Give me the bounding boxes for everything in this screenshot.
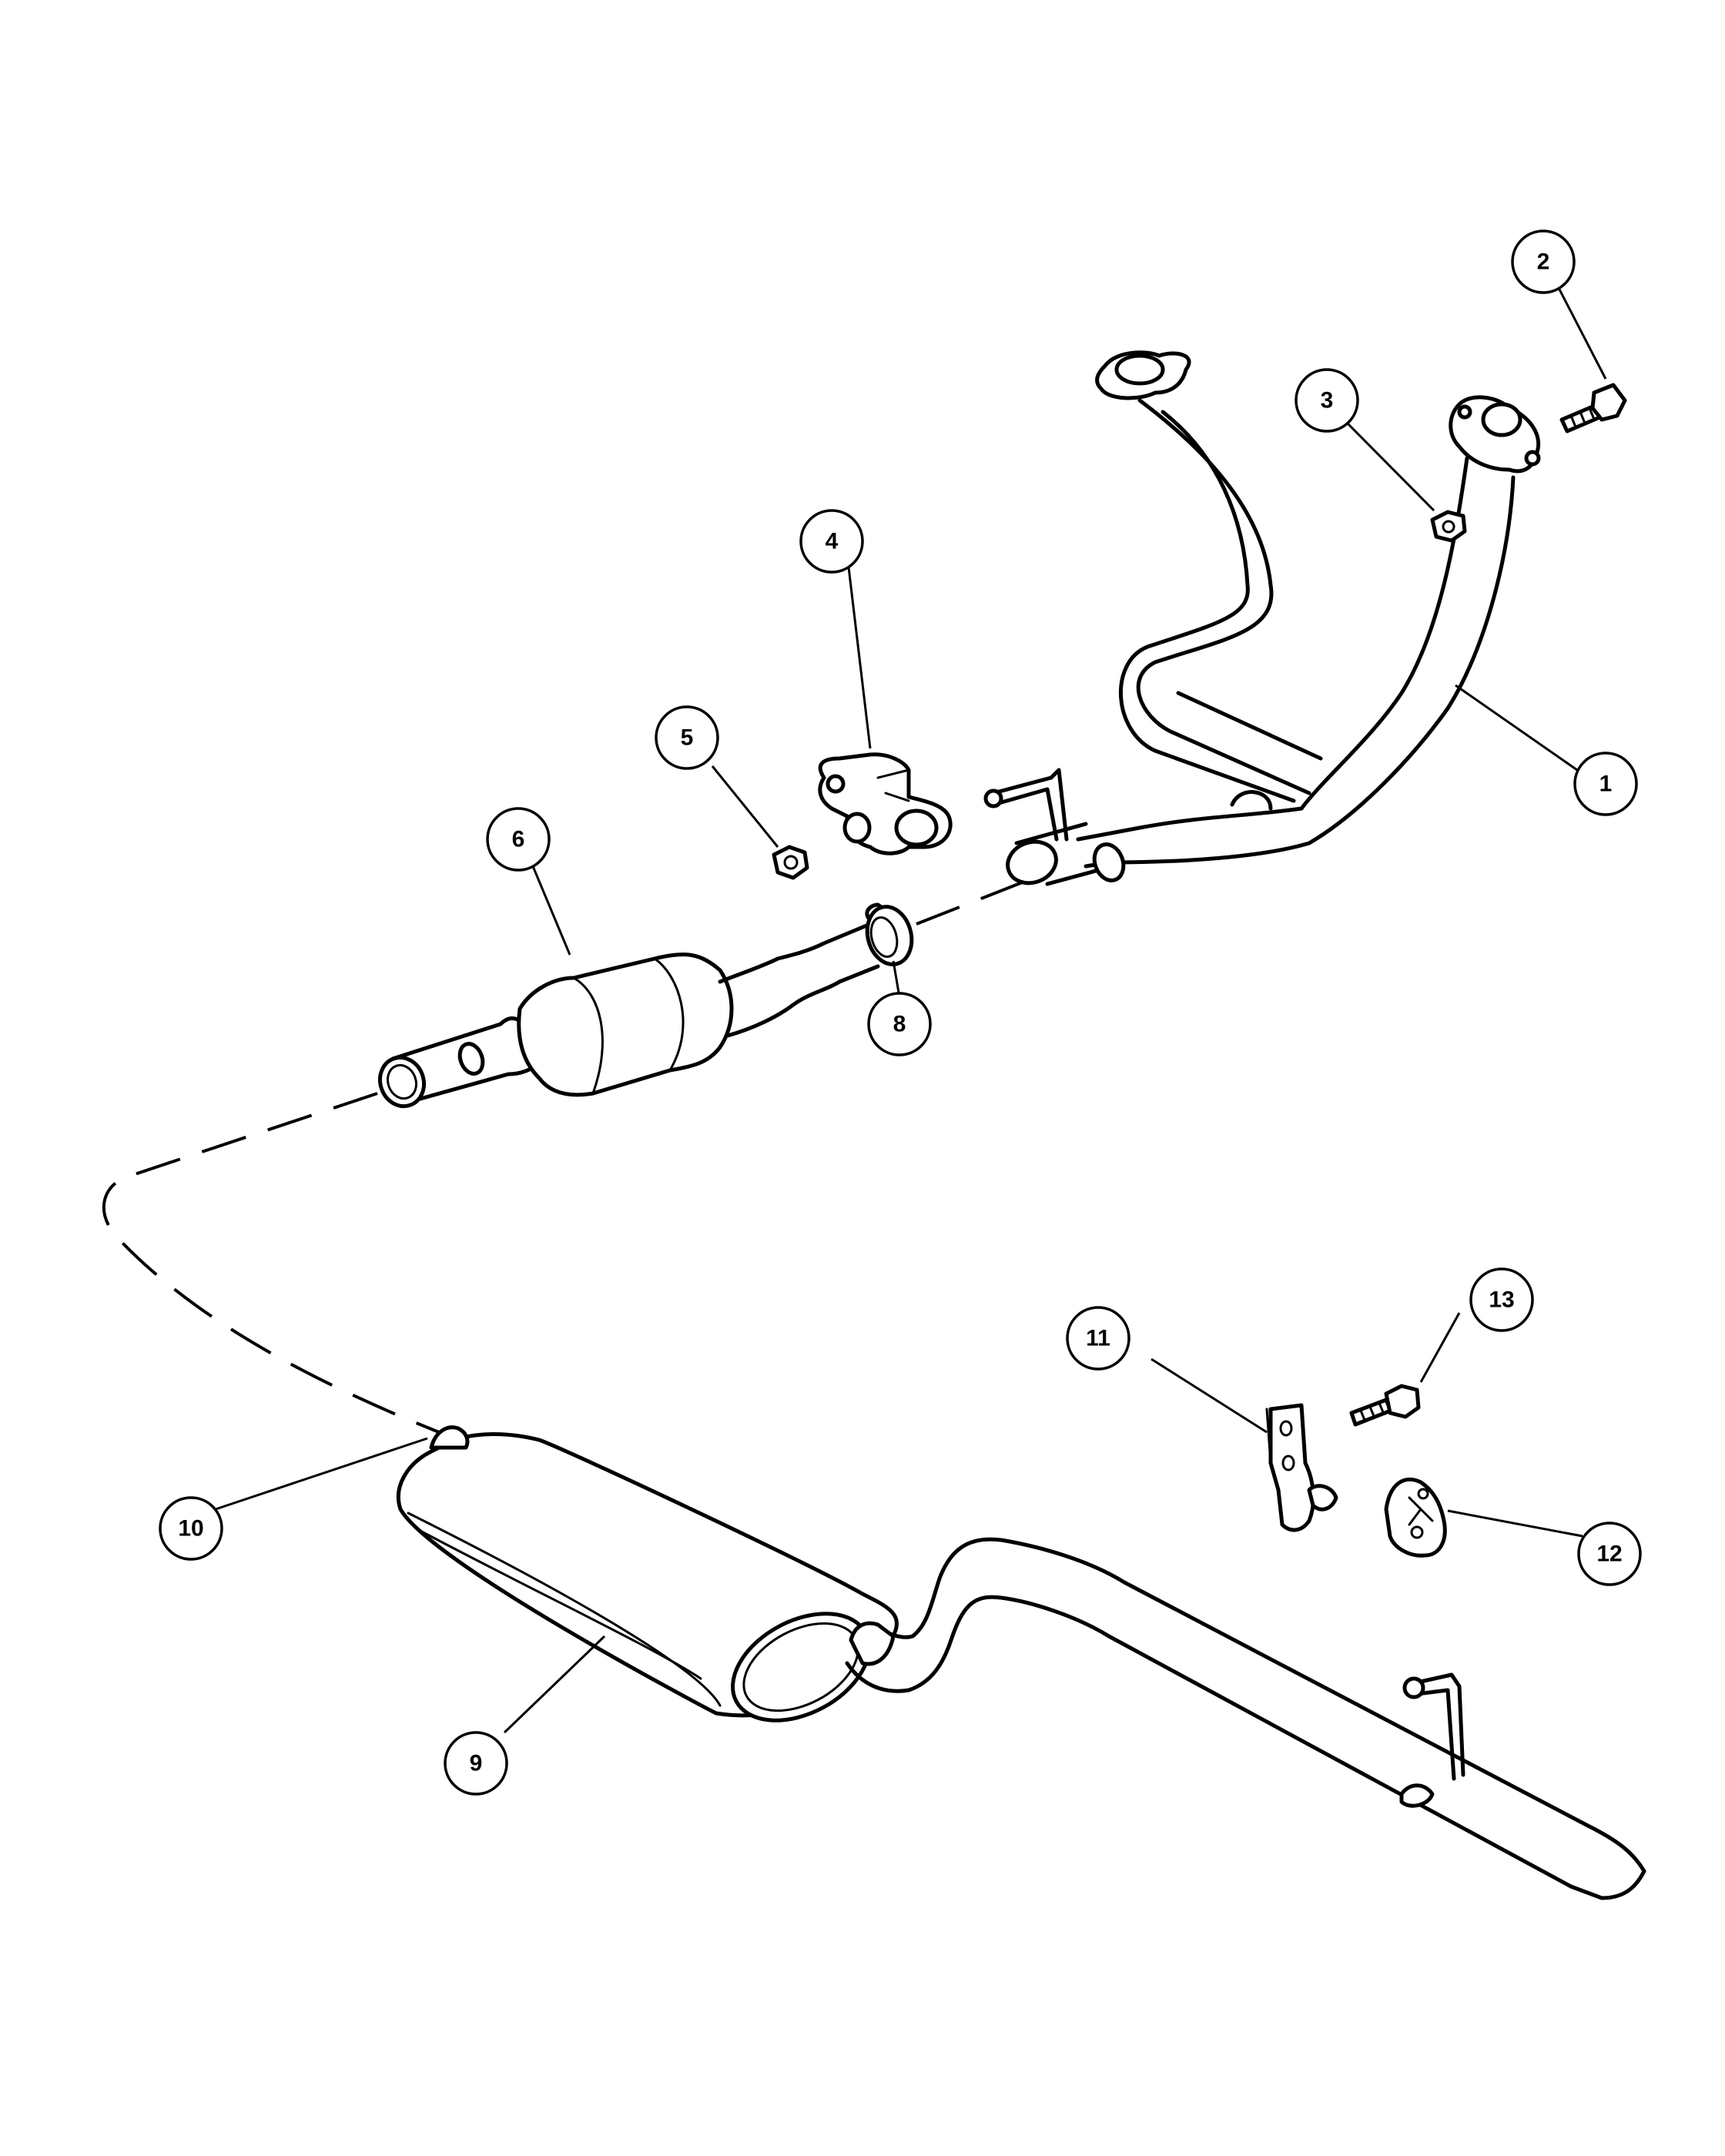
- nut-5: [772, 845, 809, 880]
- muffler-9: [396, 1425, 1646, 1900]
- callout-13: 13: [1469, 1267, 1534, 1332]
- callout-2: 2: [1511, 229, 1576, 294]
- callout-label: 4: [826, 529, 839, 554]
- connection-line-6-to-10: [102, 1092, 440, 1434]
- callout-label: 8: [893, 1012, 906, 1037]
- callout-6: 6: [486, 807, 551, 872]
- callout-label: 10: [178, 1516, 203, 1542]
- callout-5: 5: [655, 705, 719, 770]
- leader-lines: [215, 284, 1607, 1734]
- callout-3: 3: [1295, 368, 1359, 433]
- catalytic-converter-6: [378, 902, 892, 1109]
- callout-label: 1: [1599, 772, 1613, 797]
- bracket-4: [818, 752, 953, 855]
- nut-3: [1430, 510, 1467, 543]
- callout-label: 3: [1321, 388, 1334, 413]
- bolt-13: [1349, 1384, 1421, 1427]
- callout-9: 9: [444, 1731, 508, 1796]
- front-exhaust-pipe: [983, 350, 1541, 886]
- callout-label: 11: [1086, 1326, 1110, 1351]
- bolt-2: [1559, 383, 1627, 434]
- callout-label: 9: [470, 1751, 483, 1776]
- callout-12: 12: [1577, 1522, 1642, 1586]
- callout-8: 8: [867, 992, 932, 1056]
- callout-label: 13: [1489, 1287, 1514, 1313]
- callout-label: 5: [681, 725, 694, 751]
- callout-label: 2: [1537, 249, 1550, 275]
- callout-1: 1: [1573, 752, 1638, 816]
- callout-11: 11: [1066, 1306, 1130, 1371]
- gasket-8: [865, 905, 914, 966]
- callout-4: 4: [799, 509, 864, 574]
- rubber-isolator-12: [1384, 1477, 1447, 1558]
- callout-label: 6: [512, 827, 525, 852]
- callout-10: 10: [159, 1496, 223, 1561]
- callout-label: 12: [1596, 1542, 1622, 1567]
- connection-line-8-to-1: [916, 880, 1025, 926]
- hanger-bracket-11: [1265, 1403, 1338, 1532]
